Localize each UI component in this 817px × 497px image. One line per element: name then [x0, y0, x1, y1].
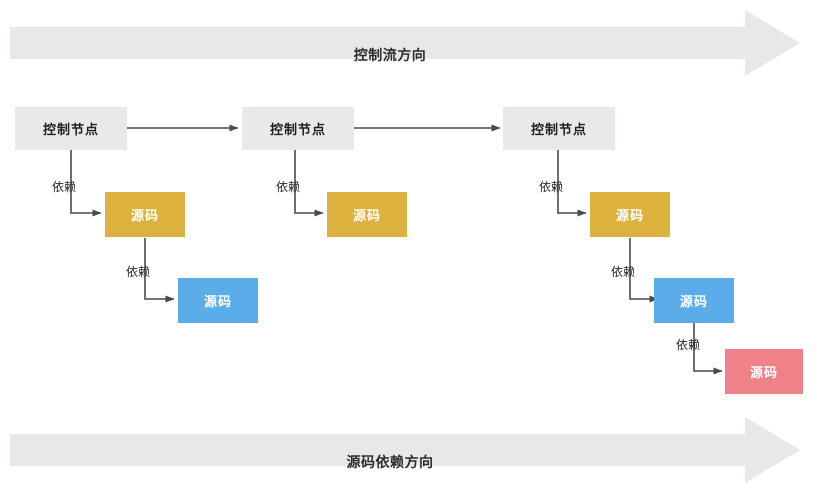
- control-node-3-label: 控制节点: [530, 122, 587, 137]
- dependency-label-c1-1: 依赖: [52, 180, 77, 194]
- control-node-1[interactable]: 控制节点: [15, 107, 127, 150]
- control-flow-banner: 控制流方向: [0, 10, 817, 76]
- control-flow-arrow-shape: [10, 10, 800, 76]
- source-node-c2-yellow[interactable]: 源码: [327, 192, 407, 237]
- dependency-label-c3-2: 依赖: [611, 265, 636, 279]
- dependency-flow-arrow-shape: [10, 417, 800, 483]
- source-node-c1-yellow[interactable]: 源码: [105, 192, 185, 237]
- control-node-2-label: 控制节点: [269, 122, 326, 137]
- source-node-c3-yellow[interactable]: 源码: [590, 192, 670, 237]
- control-node-3[interactable]: 控制节点: [503, 107, 615, 150]
- dependency-flow-banner-label: 源码依赖方向: [346, 454, 434, 470]
- source-node-c1-blue[interactable]: 源码: [178, 278, 258, 323]
- source-node-c2-yellow-label: 源码: [352, 208, 381, 223]
- dependency-label-c1-2: 依赖: [126, 265, 151, 279]
- dependency-label-c3-1: 依赖: [539, 180, 564, 194]
- source-node-c3-blue[interactable]: 源码: [654, 278, 734, 323]
- source-node-c1-yellow-label: 源码: [130, 208, 159, 223]
- control-node-2[interactable]: 控制节点: [242, 107, 354, 150]
- source-node-c3-blue-label: 源码: [679, 294, 708, 309]
- dependency-flow-banner: 源码依赖方向: [0, 417, 817, 483]
- source-node-c1-blue-label: 源码: [203, 294, 232, 309]
- source-node-c3-red[interactable]: 源码: [725, 349, 803, 394]
- source-node-c3-yellow-label: 源码: [615, 208, 644, 223]
- source-node-c3-red-label: 源码: [749, 365, 778, 380]
- dependency-label-c3-3: 依赖: [676, 338, 701, 352]
- dependency-label-c2-1: 依赖: [276, 180, 301, 194]
- control-node-1-label: 控制节点: [42, 122, 99, 137]
- control-flow-banner-label: 控制流方向: [353, 47, 427, 63]
